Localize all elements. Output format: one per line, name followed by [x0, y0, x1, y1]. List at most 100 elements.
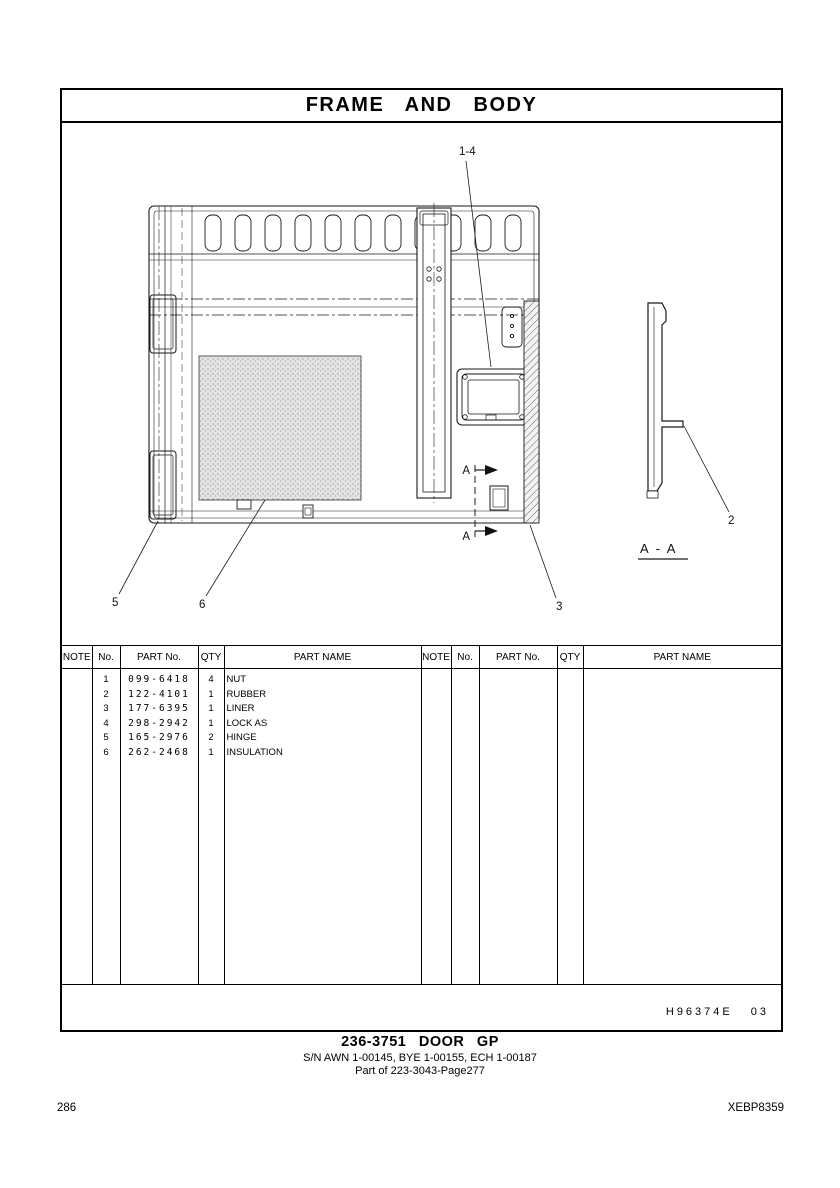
cell-partname [582, 702, 781, 717]
leader-lines [118, 160, 730, 599]
doc-code-revision: 03 [750, 1006, 769, 1018]
cell-partname [582, 716, 781, 731]
cell-note [420, 702, 452, 717]
cell-no [450, 716, 480, 731]
cell-partname: LINER [223, 702, 422, 717]
bottom-tabs [236, 499, 314, 519]
section-view-a-a: A - A [638, 302, 688, 560]
cell-no: 6 [91, 745, 121, 760]
cell-partname [582, 687, 781, 702]
cell-qty: 4 [197, 668, 225, 688]
cell-no: 3 [91, 702, 121, 717]
cell-no: 4 [91, 716, 121, 731]
cell-partname: INSULATION [223, 745, 422, 760]
cell-partno: 177-6395 [119, 702, 199, 717]
cell-no: 5 [91, 731, 121, 746]
liner-strip [523, 300, 540, 524]
page-number: 286 [57, 1102, 77, 1114]
cell-qty [556, 668, 584, 688]
latch-block [489, 485, 509, 511]
insulation-panel [198, 355, 362, 501]
cell-note [420, 687, 452, 702]
cell-qty [556, 716, 584, 731]
page-title: FRAME AND BODY [305, 94, 538, 116]
col-no-left: No. [91, 645, 121, 669]
table-row: 2 122-4101 1 RUBBER [62, 687, 781, 702]
cell-note [62, 668, 93, 688]
callout-6: 6 [199, 599, 205, 611]
cell-qty: 1 [197, 745, 225, 760]
callout-2: 2 [728, 515, 734, 527]
door-assembly-drawing: A A A - A [112, 146, 734, 613]
callout-1-4: 1-4 [459, 146, 476, 158]
cell-qty [556, 731, 584, 746]
cell-qty [556, 687, 584, 702]
section-cut-line: A A [462, 465, 498, 543]
cell-qty [556, 745, 584, 760]
cell-partno [478, 687, 558, 702]
table-header-row: NOTE No. PART No. QTY PART NAME NOTE No.… [62, 645, 781, 669]
table-filler-row [62, 760, 781, 985]
cell-note [62, 716, 93, 731]
book-code: XEBP8359 [727, 1102, 784, 1114]
cell-qty: 1 [197, 687, 225, 702]
sheet-border: FRAME AND BODY [60, 88, 783, 1032]
cell-no [450, 731, 480, 746]
col-no-right: No. [450, 645, 480, 669]
cell-partname: LOCK AS [223, 716, 422, 731]
hinge-strip [149, 206, 183, 523]
col-note-left: NOTE [62, 645, 93, 669]
cell-partno [478, 745, 558, 760]
drawing-area: A A A - A [62, 123, 781, 647]
cell-qty: 1 [197, 716, 225, 731]
cell-note [62, 702, 93, 717]
col-partname-left: PART NAME [223, 645, 422, 669]
table-row: 6 262-2468 1 INSULATION [62, 745, 781, 760]
cell-note [420, 731, 452, 746]
section-arrow-label-top: A [462, 465, 470, 477]
group-part-title: 236-3751 DOOR GP [341, 1034, 499, 1050]
callout-3: 3 [556, 601, 562, 613]
cell-no [450, 745, 480, 760]
cell-partno: 165-2976 [119, 731, 199, 746]
cell-note [62, 731, 93, 746]
cell-no [450, 668, 480, 688]
cell-partno: 262-2468 [119, 745, 199, 760]
cell-no: 2 [91, 687, 121, 702]
vertical-channel [416, 203, 452, 503]
cell-qty: 1 [197, 702, 225, 717]
cell-partname [582, 745, 781, 760]
cell-partname: HINGE [223, 731, 422, 746]
footer-block: 236-3751 DOOR GP S/N AWN 1-00145, BYE 1-… [0, 1034, 840, 1077]
cell-partno: 298-2942 [119, 716, 199, 731]
cell-partname: NUT [223, 668, 422, 688]
cell-note [62, 687, 93, 702]
callout-5: 5 [112, 597, 118, 609]
cell-partno [478, 731, 558, 746]
cell-partno: 122-4101 [119, 687, 199, 702]
section-view-label: A - A [640, 541, 677, 556]
bolt-box [501, 306, 523, 348]
cell-qty [556, 702, 584, 717]
section-arrow-label-bottom: A [462, 531, 470, 543]
cell-qty: 2 [197, 731, 225, 746]
cell-partname [582, 668, 781, 688]
table-row: 4 298-2942 1 LOCK AS [62, 716, 781, 731]
cell-note [420, 716, 452, 731]
cell-partno [478, 716, 558, 731]
cell-no [450, 687, 480, 702]
cell-partno: 099-6418 [119, 668, 199, 688]
cell-no: 1 [91, 668, 121, 688]
cell-note [420, 745, 452, 760]
title-bar: FRAME AND BODY [62, 90, 781, 123]
cell-note [62, 745, 93, 760]
cell-partname [582, 731, 781, 746]
cell-partno [478, 702, 558, 717]
cell-no [450, 702, 480, 717]
col-partno-left: PART No. [119, 645, 199, 669]
table-row: 3 177-6395 1 LINER [62, 702, 781, 717]
col-note-right: NOTE [420, 645, 452, 669]
cell-note [420, 668, 452, 688]
